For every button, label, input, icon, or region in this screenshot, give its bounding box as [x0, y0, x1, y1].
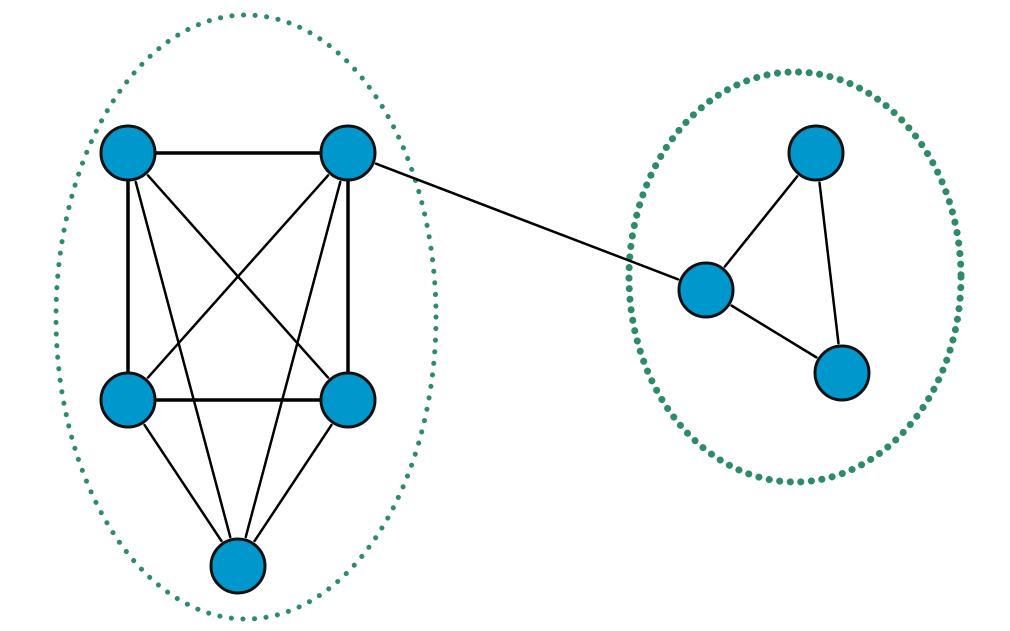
edge-g-h	[730, 304, 818, 359]
node-a	[99, 124, 157, 182]
node-g	[677, 261, 735, 319]
node-d	[319, 371, 377, 429]
node-h	[813, 344, 871, 402]
left-cluster-boundary	[53, 12, 439, 622]
nodes-layer	[99, 124, 871, 595]
edge-d-e	[253, 423, 333, 543]
edge-g-f	[723, 175, 799, 268]
edge-f-h	[818, 181, 840, 345]
edge-a-e	[134, 180, 232, 539]
edge-b-e	[244, 180, 342, 539]
node-e	[209, 537, 267, 595]
edge-b-g	[374, 162, 680, 281]
node-b	[319, 124, 377, 182]
node-c	[99, 371, 157, 429]
clusters-layer	[53, 12, 965, 622]
edge-c-e	[143, 423, 223, 543]
edges-layer	[126, 151, 840, 543]
node-f	[787, 124, 845, 182]
right-cluster-boundary	[625, 68, 965, 486]
